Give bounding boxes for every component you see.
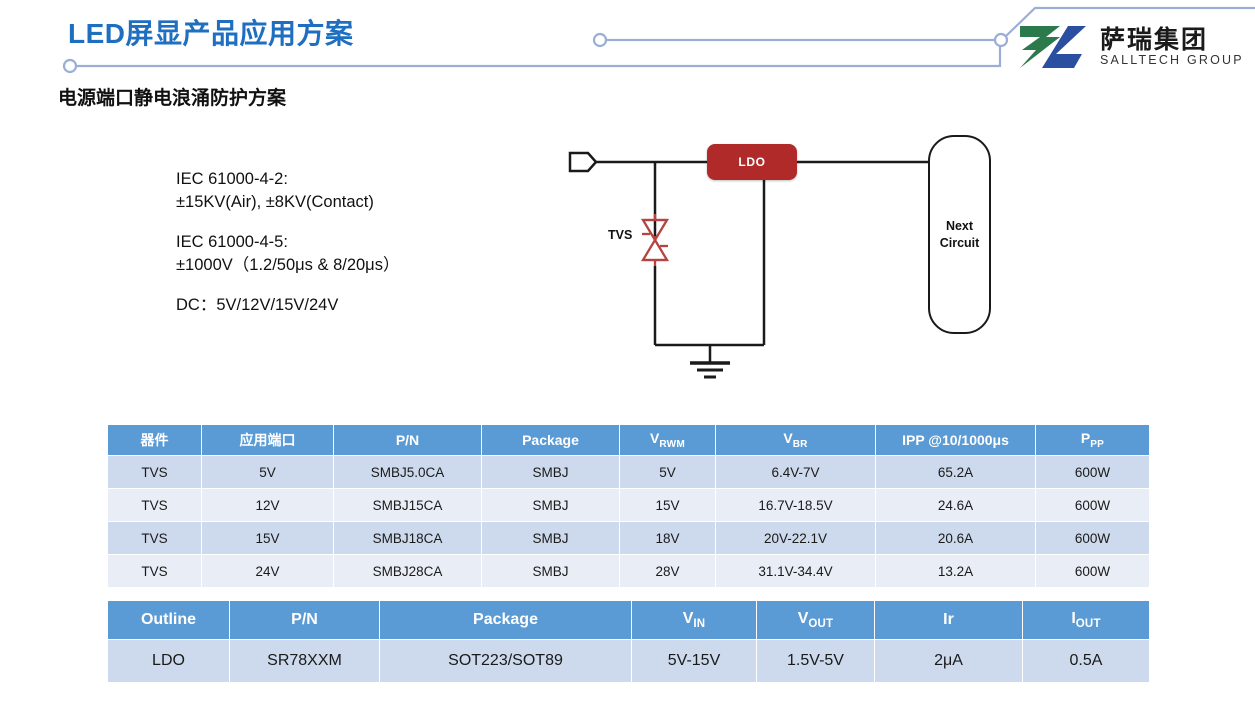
spec-line: DC：5V/12V/15V/24V [176, 295, 339, 314]
deco-node-right [993, 32, 1009, 48]
input-port-icon [568, 151, 598, 173]
table-row: LDO SR78XXM SOT223/SOT89 5V-15V 1.5V-5V … [107, 639, 1150, 683]
table-cell: 6.4V-7V [715, 455, 876, 489]
table-cell: SMBJ [481, 488, 620, 522]
table-row: TVS 15V SMBJ18CA SMBJ 18V 20V-22.1V 20.6… [107, 521, 1150, 555]
table-cell: TVS [107, 554, 202, 588]
page-title: LED屏显产品应用方案 [68, 18, 354, 49]
table-cell: 2μA [874, 639, 1023, 683]
tvs-spec-table: 器件 应用端口 P/N Package VRWM VBR IPP @10/100… [107, 424, 1150, 588]
table-cell: SOT223/SOT89 [379, 639, 632, 683]
table-cell: SMBJ [481, 554, 620, 588]
spec-group-esd: IEC 61000-4-2: ±15KV(Air), ±8KV(Contact) [176, 168, 399, 215]
table-cell: 15V [201, 521, 334, 555]
column-header-iout: IOUT [1022, 600, 1150, 640]
logo-name-cn: 萨瑞集团 [1100, 25, 1209, 54]
table-cell: TVS [107, 488, 202, 522]
column-header-package: Package [379, 600, 632, 640]
table-cell: SMBJ5.0CA [333, 455, 482, 489]
column-header-pn: P/N [333, 424, 482, 456]
ground-symbol-icon [690, 345, 730, 379]
table-cell: 20.6A [875, 521, 1036, 555]
table-cell: 600W [1035, 554, 1150, 588]
table-cell: 5V-15V [631, 639, 757, 683]
column-header-outline: Outline [107, 600, 230, 640]
table-header-row: Outline P/N Package VIN VOUT Ir IOUT [107, 600, 1150, 640]
table-cell: 600W [1035, 488, 1150, 522]
table-cell: 15V [619, 488, 716, 522]
table-row: TVS 24V SMBJ28CA SMBJ 28V 31.1V-34.4V 13… [107, 554, 1150, 588]
circuit-schematic-svg [568, 151, 931, 379]
table-cell: TVS [107, 455, 202, 489]
table-cell: 0.5A [1022, 639, 1150, 683]
column-header-package: Package [481, 424, 620, 456]
column-header-ppp: PPP [1035, 424, 1150, 456]
table-cell: LDO [107, 639, 230, 683]
next-circuit-block: Next Circuit [928, 135, 991, 334]
section-subtitle: 电源端口静电浪涌防护方案 [58, 88, 287, 109]
circuit-diagram: LDO Next Circuit TVS [550, 130, 1020, 385]
ldo-spec-table: Outline P/N Package VIN VOUT Ir IOUT LDO… [107, 600, 1150, 683]
column-header-device: 器件 [107, 424, 202, 456]
deco-node-left [592, 32, 608, 48]
spec-group-dc: DC：5V/12V/15V/24V [176, 294, 399, 317]
table-cell: 16.7V-18.5V [715, 488, 876, 522]
logo-name-en: SALLTECH GROUP [1100, 52, 1244, 67]
table-cell: 18V [619, 521, 716, 555]
table-cell: 13.2A [875, 554, 1036, 588]
next-circuit-label-line2: Circuit [939, 235, 980, 250]
table-row: TVS 5V SMBJ5.0CA SMBJ 5V 6.4V-7V 65.2A 6… [107, 455, 1150, 489]
table-cell: 65.2A [875, 455, 1036, 489]
spec-line: ±15KV(Air), ±8KV(Contact) [176, 193, 374, 212]
table-cell: TVS [107, 521, 202, 555]
table-cell: SMBJ [481, 455, 620, 489]
ldo-block: LDO [707, 144, 797, 180]
spec-line: IEC 61000-4-5: [176, 232, 288, 251]
table-cell: 5V [201, 455, 334, 489]
spec-line: IEC 61000-4-2: [176, 170, 288, 188]
table-cell: 28V [619, 554, 716, 588]
deco-node-bottom-left [62, 58, 78, 74]
table-cell: SMBJ28CA [333, 554, 482, 588]
next-circuit-label-line1: Next [945, 219, 974, 234]
column-header-ipp: IPP @10/1000μs [875, 424, 1036, 456]
column-header-port: 应用端口 [201, 424, 334, 456]
table-cell: 24V [201, 554, 334, 588]
column-header-ir: Ir [874, 600, 1023, 640]
tvs-label: TVS [608, 228, 633, 242]
table-row: TVS 12V SMBJ15CA SMBJ 15V 16.7V-18.5V 24… [107, 488, 1150, 522]
table-cell: 600W [1035, 455, 1150, 489]
brand-logo: 萨瑞集团 SALLTECH GROUP [1016, 18, 1248, 76]
table-cell: SMBJ15CA [333, 488, 482, 522]
tvs-diode-icon [640, 214, 670, 266]
table-cell: 31.1V-34.4V [715, 554, 876, 588]
table-cell: 24.6A [875, 488, 1036, 522]
spec-group-surge: IEC 61000-4-5: ±1000V（1.2/50μs & 8/20μs） [176, 231, 399, 278]
table-cell: SMBJ [481, 521, 620, 555]
spec-line: ±1000V（1.2/50μs & 8/20μs） [176, 256, 400, 275]
table-cell: 1.5V-5V [756, 639, 875, 683]
salltech-logo-icon [1020, 26, 1086, 68]
column-header-vout: VOUT [756, 600, 875, 640]
spec-text-block: IEC 61000-4-2: ±15KV(Air), ±8KV(Contact)… [176, 168, 399, 317]
column-header-vrwm: VRWM [619, 424, 716, 456]
column-header-pn: P/N [229, 600, 380, 640]
table-cell: 20V-22.1V [715, 521, 876, 555]
table-cell: 12V [201, 488, 334, 522]
table-header-row: 器件 应用端口 P/N Package VRWM VBR IPP @10/100… [107, 424, 1150, 456]
table-cell: SR78XXM [229, 639, 380, 683]
column-header-vin: VIN [631, 600, 757, 640]
table-cell: SMBJ18CA [333, 521, 482, 555]
table-cell: 5V [619, 455, 716, 489]
table-cell: 600W [1035, 521, 1150, 555]
column-header-vbr: VBR [715, 424, 876, 456]
